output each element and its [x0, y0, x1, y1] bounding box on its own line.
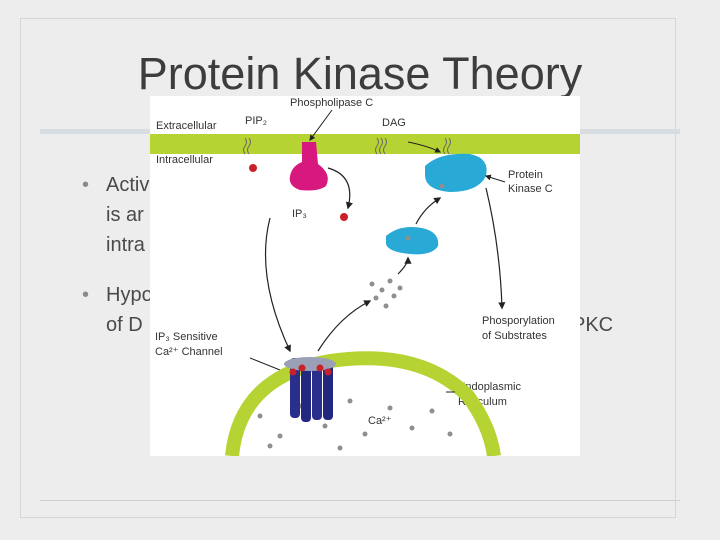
label-protein: Protein	[508, 169, 543, 181]
pip2-head	[249, 164, 257, 172]
arrow-plc-to-ip3	[327, 167, 353, 210]
lipid-tail-pip2-b	[247, 137, 251, 155]
label-ca-channel: Ca²⁺ Channel	[155, 346, 223, 358]
ip3-molecule	[340, 213, 348, 221]
signaling-diagram: Phospholipase C Extracellular PIP₂ DAG I…	[150, 96, 580, 456]
lipid-tail-pkc	[443, 137, 447, 155]
label-ca-er: Ca²⁺	[368, 415, 392, 427]
label-pip2: PIP₂	[245, 115, 267, 127]
arrow-ca-release	[317, 300, 372, 352]
arrow-ip3-to-channel	[264, 217, 291, 353]
pkc-cytosol-ca	[405, 235, 411, 241]
label-endoplasmic: Endoplasmic	[458, 381, 521, 393]
free-calcium-cloud	[369, 278, 403, 309]
lipid-tail-dag	[375, 137, 379, 155]
plasma-membrane	[150, 134, 580, 154]
label-phospholipase-c: Phospholipase C	[290, 97, 373, 109]
arrow-pkc-translocate	[415, 197, 442, 225]
signaling-diagram-svg: Phospholipase C Extracellular PIP₂ DAG I…	[150, 97, 580, 456]
phospholipase-c-shape	[289, 142, 328, 191]
membrane-lipids	[243, 137, 451, 155]
label-ip3: IP₃	[292, 208, 307, 220]
bullet-2-line2: of D	[106, 314, 143, 336]
pkc-bound-ca	[439, 183, 445, 189]
bullet-2-lead: Hypo	[106, 284, 153, 306]
pkc-membrane-shape	[425, 153, 487, 192]
bullet-2-tail2: PKC	[572, 314, 614, 336]
er-calcium-dots	[257, 398, 453, 451]
label-kinase-c: Kinase C	[508, 183, 553, 195]
bullet-1-line2: is ar	[106, 204, 144, 226]
arrow-dag-to-pkc	[407, 141, 442, 153]
bullet-1-lead: Activ	[106, 174, 150, 196]
lipid-tail-pip2	[243, 137, 247, 155]
arrow-label-to-pkc	[484, 174, 506, 183]
label-phosporylation: Phosporylation	[482, 315, 555, 327]
label-of-substrates: of Substrates	[482, 330, 547, 342]
bottom-rule	[40, 500, 680, 501]
slide-title: Protein Kinase Theory	[137, 48, 583, 99]
label-dag: DAG	[382, 117, 406, 129]
ip3-channel	[284, 357, 336, 422]
er-membrane	[225, 351, 501, 456]
arrow-ca-to-pkc	[397, 256, 412, 275]
arrow-label-to-plc	[309, 109, 333, 141]
lipid-tail-dag-b	[379, 137, 383, 155]
label-ip3-sensitive: IP₃ Sensitive	[155, 331, 218, 343]
label-intracellular: Intracellular	[156, 154, 213, 166]
arrow-to-phosphorylation	[485, 187, 506, 310]
lipid-tail-pkc-b	[447, 137, 451, 155]
lipid-tail-dag-c	[383, 137, 387, 155]
pkc-cytosol-shape	[386, 227, 439, 255]
slide-frame	[20, 18, 676, 518]
bullet-1-line3: intra	[106, 234, 145, 256]
label-extracellular: Extracellular	[156, 120, 217, 132]
